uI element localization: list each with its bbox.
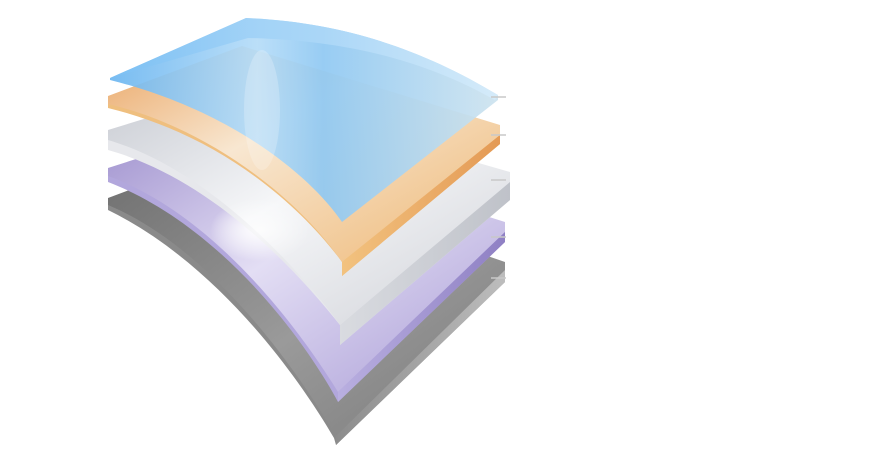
layer-blue <box>110 18 498 222</box>
leader-lines <box>491 96 506 279</box>
